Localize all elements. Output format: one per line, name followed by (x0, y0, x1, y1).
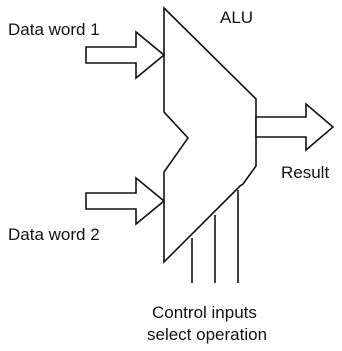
control-label-line-1: Control inputs (152, 303, 257, 322)
input-arrow-1 (85, 30, 166, 80)
alu-title: ALU (220, 8, 253, 27)
input-label-1: Data word 1 (8, 20, 100, 39)
output-label: Result (281, 163, 329, 182)
input-label-2: Data word 2 (8, 225, 100, 244)
input-arrow-2 (85, 176, 166, 226)
alu-body (163, 6, 257, 264)
output-arrow (255, 102, 335, 152)
control-label-line-2: select operation (147, 325, 267, 344)
